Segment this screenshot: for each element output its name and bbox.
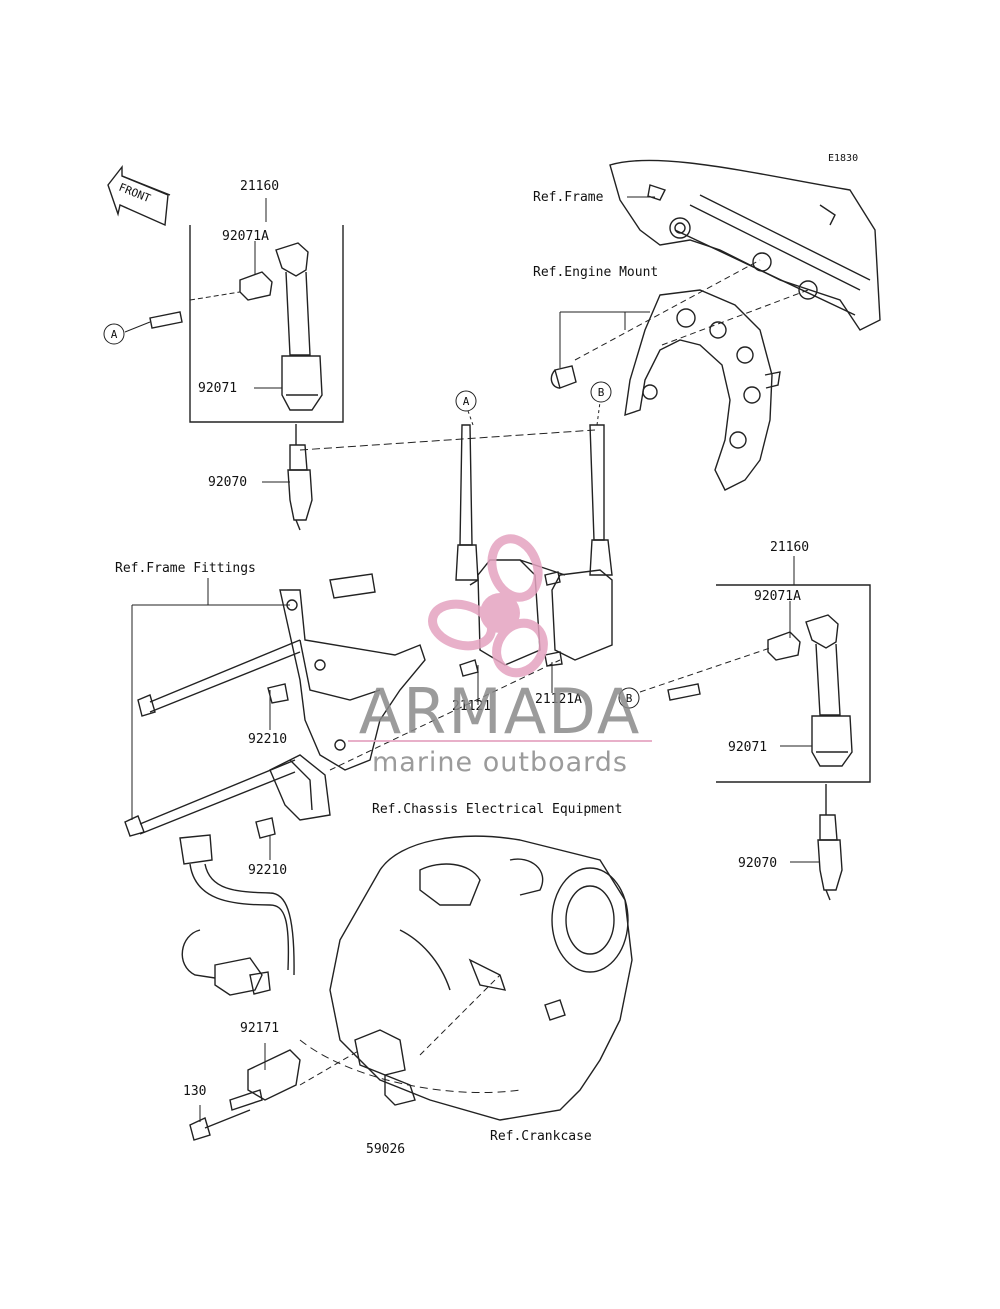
label-ref-engine-mount: Ref.Engine Mount xyxy=(533,265,658,280)
frame-structure xyxy=(609,159,881,331)
label-59026: 59026 xyxy=(366,1142,405,1157)
callout-b-right: B xyxy=(626,692,633,705)
label-92071a-right: 92071A xyxy=(754,589,801,604)
label-ref-crankcase: Ref.Crankcase xyxy=(490,1129,592,1144)
small-bracket xyxy=(255,754,331,839)
front-label: FRONT xyxy=(117,181,153,206)
label-21160-right: 21160 xyxy=(770,540,809,555)
callout-a-center: A xyxy=(463,395,470,408)
coil-mounting-bracket xyxy=(124,589,426,837)
armada-watermark: ARMADA marine outboards xyxy=(348,534,652,778)
label-ref-frame-fittings: Ref.Frame Fittings xyxy=(115,561,256,576)
engine-mount-bracket xyxy=(550,289,781,491)
label-ref-frame: Ref.Frame xyxy=(533,190,604,205)
spark-plug-cap-assembly-right xyxy=(667,584,871,901)
label-92210-lower: 92210 xyxy=(248,863,287,878)
watermark-subtitle: marine outboards xyxy=(372,747,628,778)
label-92071-top: 92071 xyxy=(198,381,237,396)
label-92210-upper: 92210 xyxy=(248,732,287,747)
label-92070-top: 92070 xyxy=(208,475,247,490)
label-92071-right: 92071 xyxy=(728,740,767,755)
label-130: 130 xyxy=(183,1084,206,1099)
leader-lines xyxy=(124,196,820,1122)
label-21121: 21121 xyxy=(452,699,491,714)
watermark-rule xyxy=(348,740,652,742)
label-21121a: 21121A xyxy=(535,692,582,707)
label-92071a-top: 92071A xyxy=(222,229,269,244)
label-92171: 92171 xyxy=(240,1021,279,1036)
diagram-code: E1830 xyxy=(828,153,858,164)
label-ref-chassis-electrical: Ref.Chassis Electrical Equipment xyxy=(372,802,622,817)
ignition-coil-assembly xyxy=(329,424,613,677)
label-21160-top: 21160 xyxy=(240,179,279,194)
callout-circles xyxy=(103,323,640,709)
callout-a-left: A xyxy=(111,328,118,341)
sensor-and-wiring xyxy=(179,834,301,1141)
crankcase xyxy=(329,835,633,1121)
propeller-logo xyxy=(428,534,548,678)
watermark-title: ARMADA xyxy=(359,675,641,748)
front-direction-arrow xyxy=(107,164,171,227)
label-92070-right: 92070 xyxy=(738,856,777,871)
callout-b-center: B xyxy=(598,386,605,399)
